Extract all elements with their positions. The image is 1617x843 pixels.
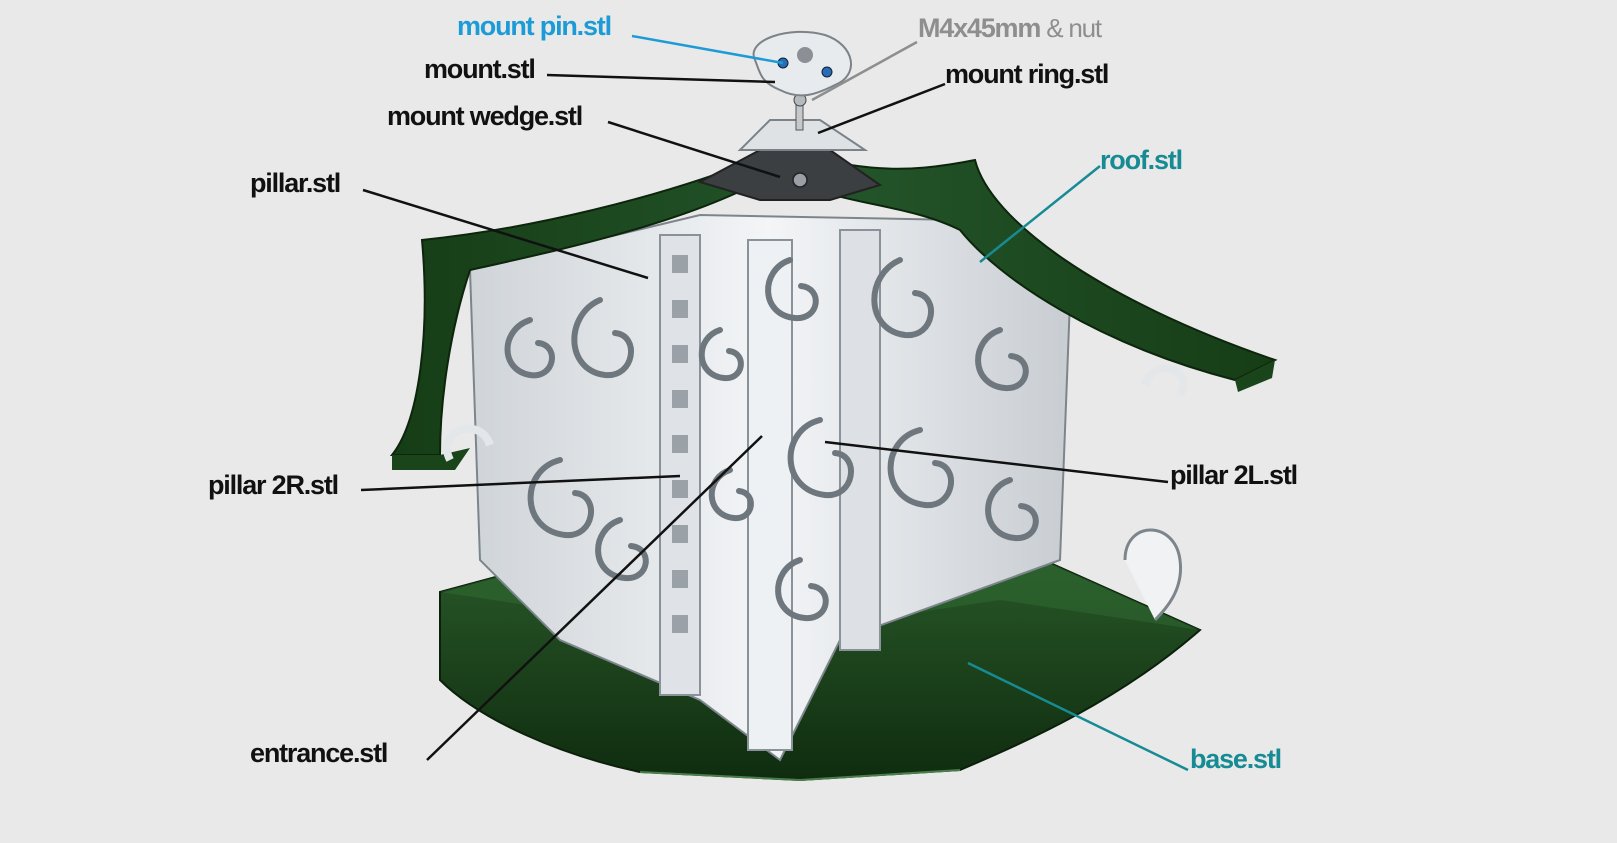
- label-mount-wedge: mount wedge.stl: [387, 101, 583, 131]
- label-pillar-2l: pillar 2L.stl: [1170, 460, 1298, 490]
- tail-scroll: [1123, 528, 1183, 622]
- leader-base: [967, 661, 1189, 772]
- leader-mount: [546, 73, 776, 84]
- leader-roof: [979, 165, 1101, 263]
- pillars-body: [468, 213, 1072, 762]
- leader-pillar: [362, 188, 649, 280]
- label-mount: mount.stl: [424, 54, 536, 84]
- leader-entrance: [426, 435, 763, 761]
- label-mount-ring: mount ring.stl: [945, 59, 1109, 89]
- leader-mount-pin: [631, 34, 784, 65]
- label-bolt-nut: & nut: [1040, 13, 1102, 43]
- label-bolt: M4x45mm & nut: [918, 13, 1102, 43]
- label-mount-pin: mount pin.stl: [457, 11, 612, 41]
- mount-assembly: [697, 30, 883, 201]
- leader-pillar-2r: [360, 474, 681, 492]
- label-pillar: pillar.stl: [250, 168, 341, 198]
- leader-bolt: [811, 40, 918, 102]
- label-base: base.stl: [1190, 744, 1282, 774]
- label-roof: roof.stl: [1100, 145, 1183, 175]
- leader-mount-ring: [817, 82, 946, 135]
- leader-mount-wedge: [607, 120, 781, 179]
- label-bolt-name: M4x45mm: [918, 13, 1041, 43]
- label-pillar-2r: pillar 2R.stl: [208, 470, 339, 500]
- label-entrance: entrance.stl: [250, 738, 388, 768]
- leader-pillar-2l: [824, 440, 1169, 484]
